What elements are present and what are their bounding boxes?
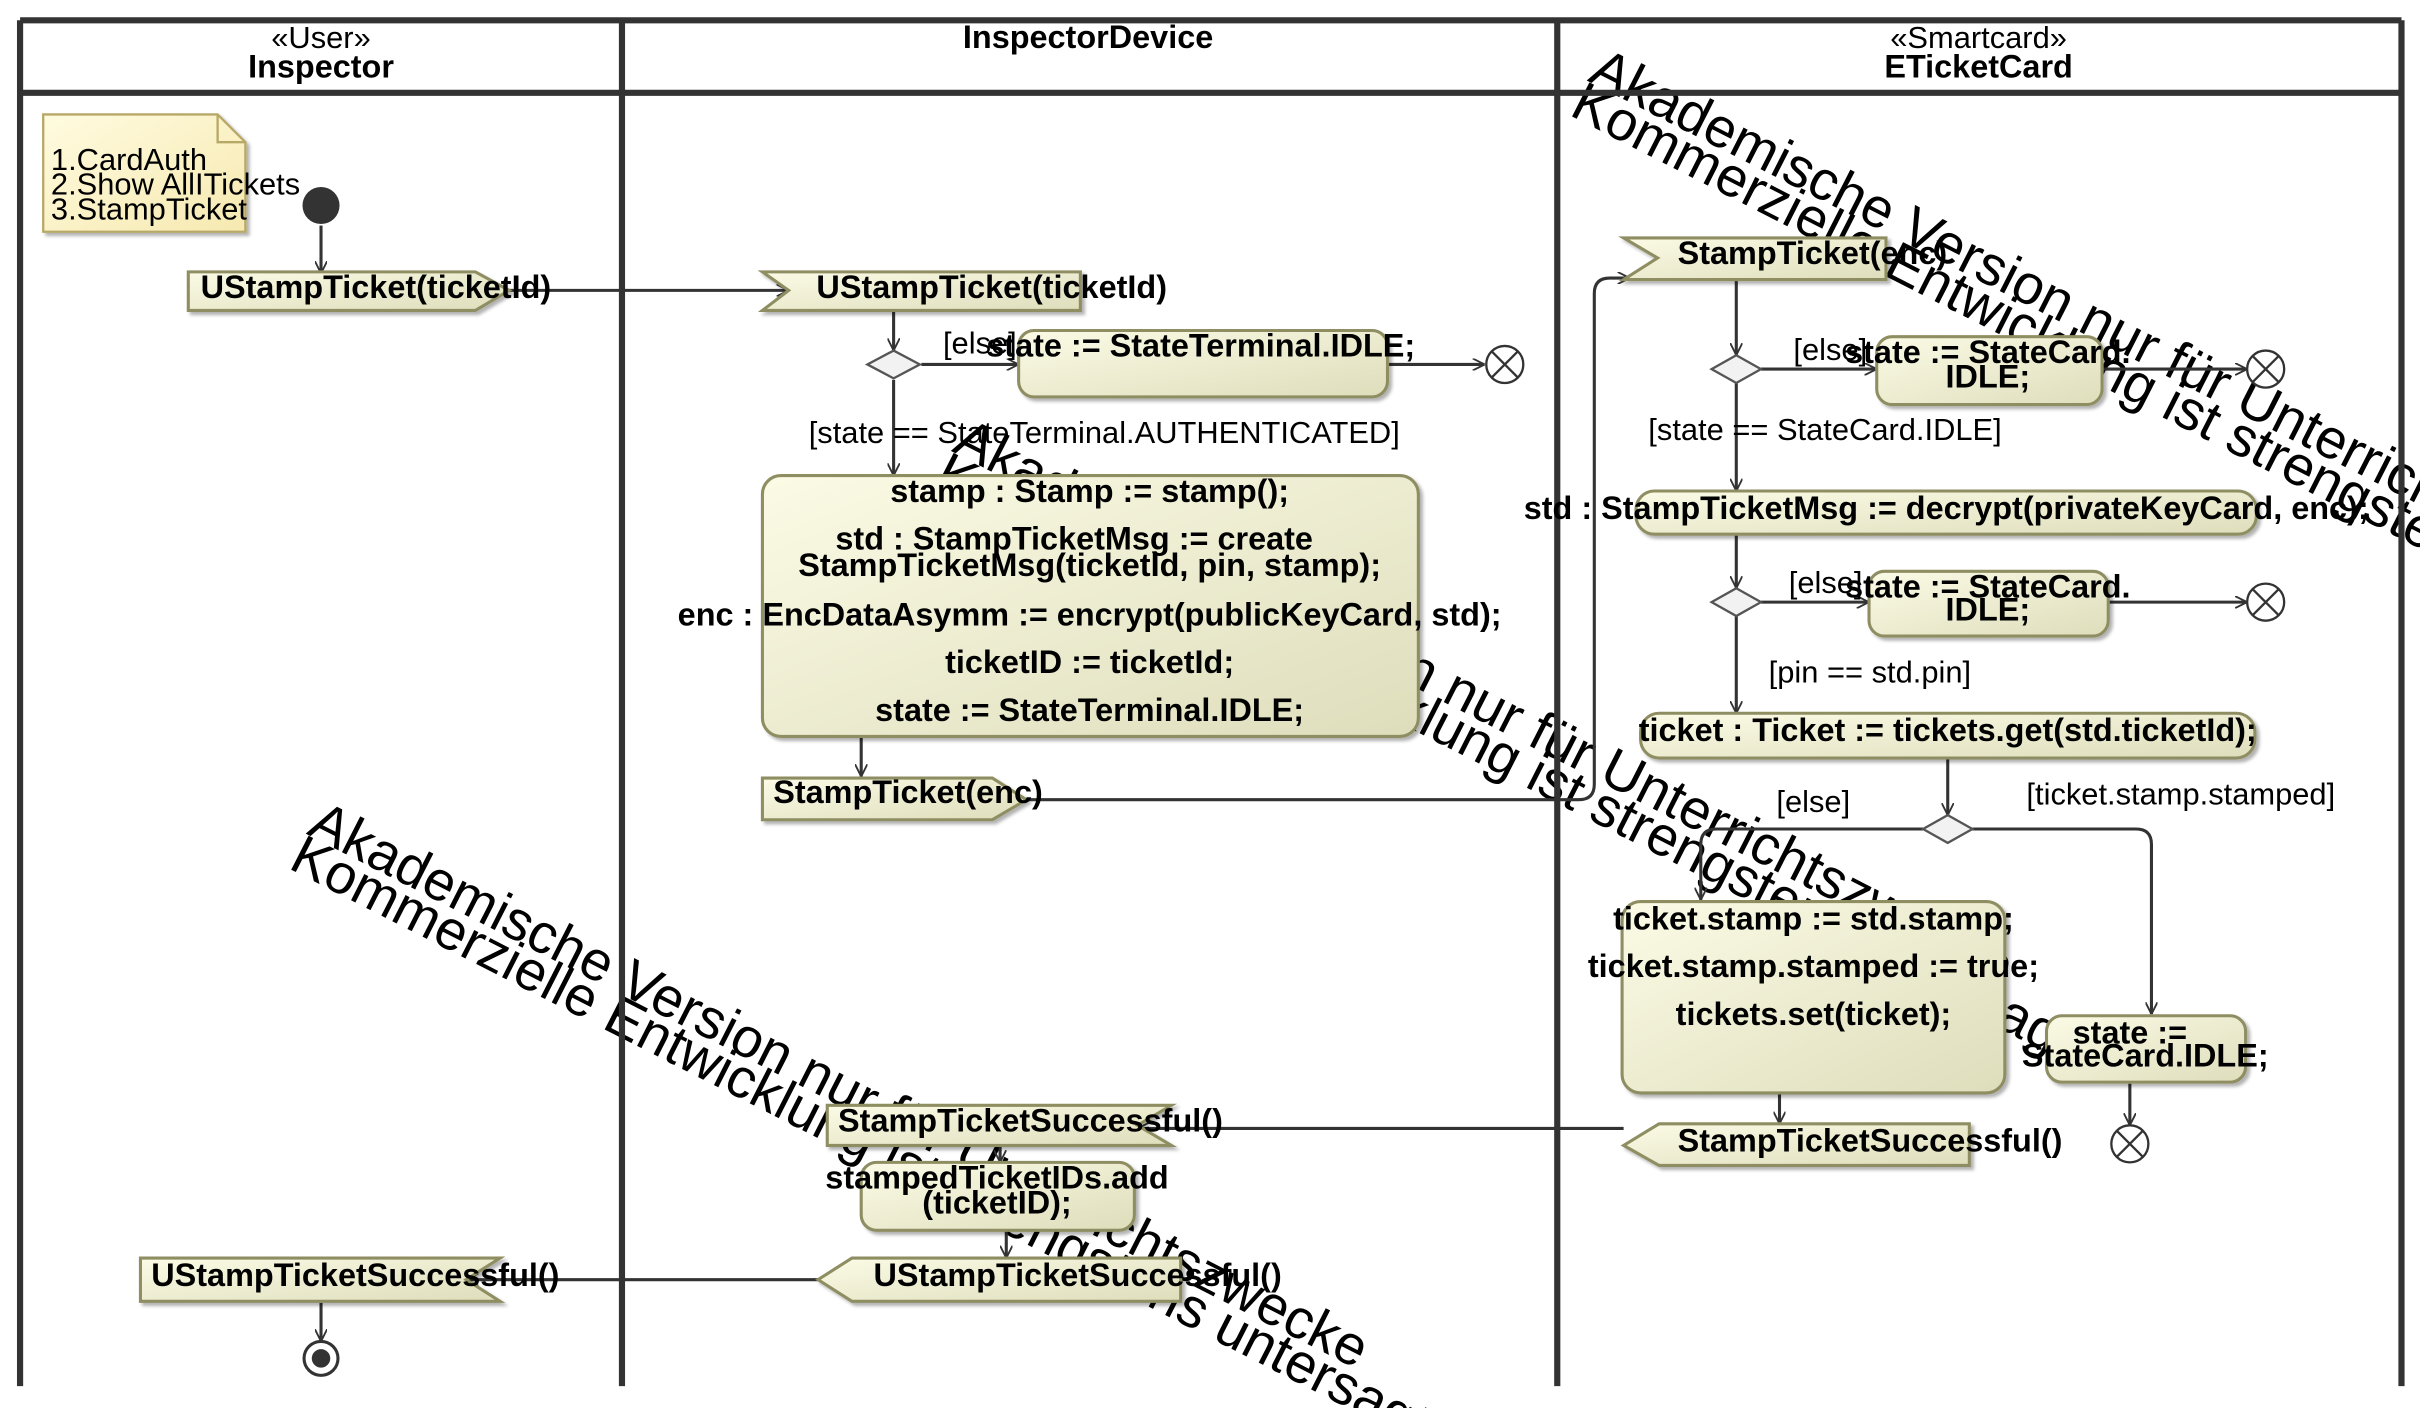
node-label: UStampTicketSuccessful() — [151, 1257, 559, 1293]
guard-else: [else] — [1776, 784, 1850, 819]
node-label: ticket.stamp.stamped := true; — [1588, 948, 2039, 984]
flow-final-node — [1485, 344, 1525, 385]
send-signal-stampticket: StampTicket(enc) — [760, 774, 1043, 822]
accept-signal-stampticket: StampTicket(enc) — [1617, 235, 1948, 282]
node-label: UStampTicketSuccessful() — [874, 1257, 1282, 1293]
action-decrypt: std : StampTicketMsg := decrypt(privateK… — [1524, 489, 2369, 536]
partition-name: ETicketCard — [1884, 48, 2073, 84]
node-label: StampTicket(enc) — [773, 774, 1043, 810]
flow-final-node — [2245, 349, 2286, 389]
node-label: IDLE; — [1946, 359, 2031, 395]
flow-final-node — [2110, 1124, 2150, 1164]
note-line: 1.CardAuth — [51, 142, 207, 177]
node-label: ticket.stamp := std.stamp; — [1613, 900, 2014, 936]
partition-name: Inspector — [248, 48, 394, 84]
guard-authenticated: [state == StateTerminal.AUTHENTICATED] — [809, 415, 1400, 450]
guard-stamped: [ticket.stamp.stamped] — [2026, 776, 2335, 811]
guard-else: [else] — [1793, 332, 1867, 367]
node-label: state := StateTerminal.IDLE; — [875, 692, 1304, 728]
node-label: StateCard.IDLE; — [2022, 1038, 2269, 1074]
decision-node — [1920, 813, 1975, 845]
partition-header-eticketcard: «Smartcard» ETicketCard — [1884, 20, 2073, 84]
decision-node — [864, 349, 923, 380]
partition-name: InspectorDevice — [963, 19, 1213, 55]
send-signal-ustampticket: UStampTicket(ticketId) — [186, 269, 552, 312]
initial-node — [302, 186, 340, 225]
flow-final-node — [2245, 582, 2286, 622]
action-stamp-ticket: ticket.stamp := std.stamp; ticket.stamp.… — [1588, 900, 2039, 1095]
node-label: StampTicketSuccessful() — [838, 1103, 1223, 1139]
node-label: UStampTicket(ticketId) — [201, 269, 552, 305]
node-label: state := — [2073, 1015, 2187, 1051]
node-label: ticketID := ticketId; — [945, 644, 1234, 680]
node-label: tickets.set(ticket); — [1676, 996, 1952, 1032]
node-label: StampTicketMsg(ticketId, pin, stamp); — [798, 547, 1381, 583]
activity-final-node — [302, 1339, 340, 1377]
node-label: stampedTicketIDs.add — [825, 1160, 1168, 1196]
action-add-stamped-ticket: stampedTicketIDs.add (ticketID); — [825, 1160, 1169, 1232]
node-label: UStampTicket(ticketId) — [816, 269, 1167, 305]
accept-signal-ustampticketsuccessful: UStampTicketSuccessful() — [138, 1256, 559, 1303]
control-flows — [321, 225, 2248, 1342]
send-signal-stampticketsuccessful: StampTicketSuccessful() — [1620, 1122, 2063, 1168]
node-label: IDLE; — [1946, 592, 2031, 628]
note-line: 2.Show AllITickets — [51, 167, 300, 202]
node-label: enc : EncDataAsymm := encrypt(publicKeyC… — [678, 596, 1502, 632]
decision-node — [1709, 353, 1764, 385]
node-label: StampTicket(enc) — [1678, 235, 1948, 271]
node-label: ticket : Ticket := tickets.get(std.ticke… — [1639, 712, 2257, 748]
action-state-terminal-idle: state := StateTerminal.IDLE; — [986, 328, 1415, 399]
action-state-card-idle: state := StateCard. IDLE; — [1845, 334, 2131, 407]
node-label: state := StateCard. — [1845, 569, 2130, 605]
node-label: std : StampTicketMsg := create — [835, 521, 1313, 557]
partition-header-inspector: «User» Inspector — [248, 20, 394, 84]
action-create-stamp-message: stamp : Stamp := stamp(); std : StampTic… — [678, 473, 1502, 738]
partition-stereotype: «User» — [271, 20, 370, 55]
accept-signal-stampticketsuccessful: StampTicketSuccessful() — [825, 1103, 1223, 1147]
partition-header-inspectordevice: InspectorDevice — [963, 19, 1213, 55]
accept-signal-ustampticket: UStampTicket(ticketId) — [757, 269, 1167, 312]
guard-state-idle: [state == StateCard.IDLE] — [1648, 412, 2001, 447]
node-label: state := StateTerminal.IDLE; — [986, 328, 1415, 364]
note: 1.CardAuth 2.Show AllITickets 3.StampTic… — [42, 113, 300, 233]
node-label: std : StampTicketMsg := decrypt(privateK… — [1524, 490, 2369, 526]
node-label: state := StateCard. — [1845, 334, 2130, 370]
action-state-card-idle: state := StateCard. IDLE; — [1845, 569, 2131, 638]
guard-else: [else] — [1789, 565, 1863, 600]
node-label: StampTicketSuccessful() — [1678, 1123, 2063, 1159]
action-state-card-idle: state := StateCard.IDLE; — [2022, 1014, 2269, 1084]
note-line: 3.StampTicket — [51, 191, 248, 226]
send-signal-ustampticketsuccessful: UStampTicketSuccessful() — [815, 1256, 1282, 1303]
guard-else: [else] — [943, 326, 1017, 361]
partition-stereotype: «Smartcard» — [1890, 20, 2067, 55]
node-label: stamp : Stamp := stamp(); — [890, 473, 1289, 509]
node-label: (ticketID); — [922, 1184, 1071, 1220]
action-get-ticket: ticket : Ticket := tickets.get(std.ticke… — [1639, 711, 2257, 760]
swimlane-frame — [16, 17, 2405, 1387]
decision-node — [1709, 586, 1764, 618]
guard-pin: [pin == std.pin] — [1769, 654, 1971, 689]
